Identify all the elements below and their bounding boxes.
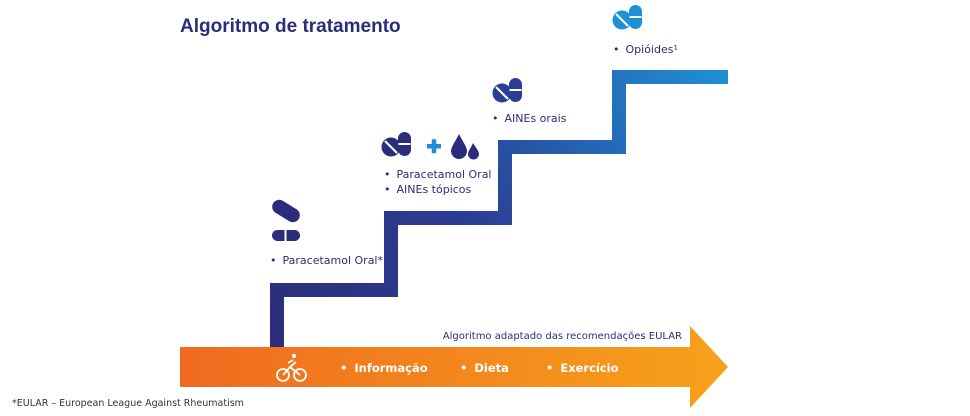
staircase-line bbox=[270, 70, 728, 350]
step2-item-1: •Paracetamol Oral bbox=[384, 168, 492, 181]
drops-icon bbox=[451, 134, 479, 160]
step4-item: •Opióides¹ bbox=[613, 43, 678, 56]
arrow-item-exercicio: •Exercício bbox=[546, 361, 619, 375]
step3-item: •AINEs orais bbox=[492, 112, 567, 125]
bicycle-icon bbox=[276, 353, 307, 382]
arrow-caption: Algoritmo adaptado das recomendações EUL… bbox=[443, 331, 682, 342]
page-title: Algoritmo de tratamento bbox=[180, 16, 401, 37]
pills-icon bbox=[492, 78, 522, 103]
footnote: *EULAR – European League Against Rheumat… bbox=[12, 398, 244, 409]
base-arrow bbox=[180, 326, 728, 408]
plus-icon bbox=[427, 139, 441, 154]
arrow-item-dieta: •Dieta bbox=[460, 361, 509, 375]
step2-item-2: •AINEs tópicos bbox=[384, 183, 472, 196]
step1-item: •Paracetamol Oral* bbox=[270, 254, 383, 267]
arrow-item-informacao: •Informação bbox=[340, 361, 428, 375]
pills-icon bbox=[381, 132, 411, 157]
capsule-icon bbox=[272, 199, 300, 242]
pills-icon bbox=[612, 5, 642, 30]
